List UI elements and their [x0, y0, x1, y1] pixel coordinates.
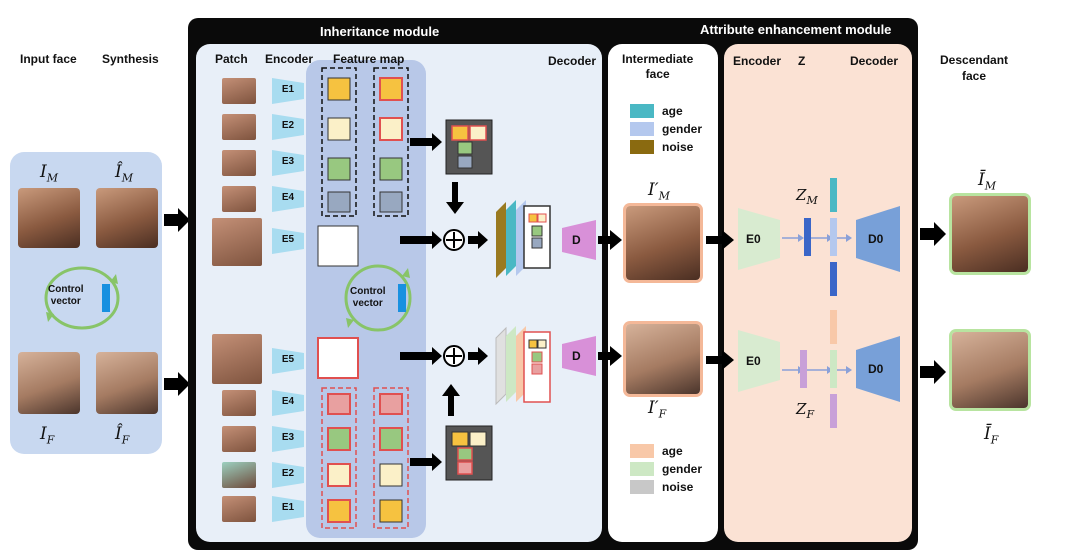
legend-top-swatch-gender	[630, 122, 654, 136]
label-i-hat-m: ÎM	[115, 162, 133, 185]
column-label-encoder-e0: Encoder	[733, 54, 782, 68]
encoder-bottom-5: E5	[272, 348, 304, 374]
legend-top-swatch-noise	[630, 140, 654, 154]
arrow-input-bottom	[164, 372, 190, 396]
e0-top	[738, 208, 780, 270]
label-i-bar-f: ĪF	[984, 424, 999, 447]
encoder-bottom-4: E4	[272, 390, 304, 416]
column-label-decoder-d0: Decoder	[850, 54, 899, 68]
e0-bottom	[738, 330, 780, 392]
label-i-prime-m: I′M	[648, 180, 670, 203]
d0-top-label: D0	[868, 232, 884, 246]
descendant-face-male	[952, 196, 1028, 272]
label-z-f: ZF	[796, 400, 815, 421]
label-i-f: IF	[40, 424, 55, 447]
synthesis-face-female	[96, 352, 158, 414]
legend-bottom-label-age: age	[662, 444, 683, 458]
column-label-encoder: Encoder	[265, 52, 314, 66]
e0-bottom-label: E0	[746, 354, 761, 368]
decoder-d-bottom	[562, 336, 596, 376]
patch-top-1	[222, 78, 256, 104]
encoder-bottom-1: E1	[272, 496, 304, 522]
control-cycle-middle	[344, 264, 412, 332]
legend-top-label-noise: noise	[662, 140, 694, 154]
encoder-bottom-3: E3	[272, 426, 304, 452]
patch-bottom-4	[222, 390, 256, 416]
encoder-bottom-2: E2	[272, 462, 304, 488]
arrow-intermediate-to-e0-top	[706, 230, 734, 250]
encoder-top-2: E2	[272, 114, 304, 140]
legend-bottom-swatch-noise	[630, 480, 654, 494]
attribute-module-title: Attribute enhancement module	[700, 22, 892, 37]
column-label-decoder: Decoder	[548, 54, 597, 68]
legend-bottom-swatch-age	[630, 444, 654, 458]
legend-bottom-swatch-gender	[630, 462, 654, 476]
attribute-panel	[724, 44, 912, 542]
stacked-features-top	[496, 200, 551, 278]
label-i-hat-f: ÎF	[115, 424, 130, 447]
patch-top-2	[222, 114, 256, 140]
legend-bottom-label-gender: gender	[662, 462, 703, 476]
d0-top	[856, 206, 900, 272]
feature-map-bottom	[317, 337, 409, 529]
inheritance-module-title: Inheritance module	[320, 24, 440, 39]
z-latent-bottom	[782, 310, 852, 428]
patch-bottom-5	[212, 334, 262, 384]
e0-top-label: E0	[746, 232, 761, 246]
decoder-d-bottom-label: D	[572, 349, 581, 363]
arrow-input-top	[164, 208, 190, 232]
intermediate-face-male	[626, 206, 700, 280]
legend-top-label-gender: gender	[662, 122, 703, 136]
feature-map-top	[317, 67, 409, 267]
inheritance-flow-arrows	[400, 119, 493, 481]
encoder-top-3: E3	[272, 150, 304, 176]
column-label-feature-map: Feature map	[333, 52, 405, 66]
input-face-male	[18, 188, 80, 248]
encoder-top-1: E1	[272, 78, 304, 104]
legend-bottom-label-noise: noise	[662, 480, 694, 494]
stacked-features-bottom	[495, 326, 551, 406]
arrow-d0-to-descendant-top	[920, 222, 946, 246]
intermediate-face-female	[626, 324, 700, 394]
patch-top-3	[222, 150, 256, 176]
label-i-bar-m: ĪM	[978, 170, 996, 193]
intermediate-panel	[608, 44, 718, 542]
d0-bottom-label: D0	[868, 362, 884, 376]
d0-bottom	[856, 336, 900, 402]
synthesis-face-male	[96, 188, 158, 248]
patch-bottom-2	[222, 462, 256, 488]
arrow-d-to-intermediate-top	[598, 230, 622, 250]
decoder-d-top-label: D	[572, 233, 581, 247]
patch-top-4	[222, 186, 256, 212]
patch-top-5	[212, 218, 262, 266]
encoder-top-4: E4	[272, 186, 304, 212]
descendant-face-female	[952, 332, 1028, 408]
encoder-top-5: E5	[272, 228, 304, 254]
z-latent-top	[782, 178, 852, 296]
label-i-prime-f: I′F	[648, 398, 667, 421]
column-label-z: Z	[798, 54, 806, 68]
legend-top-label-age: age	[662, 104, 683, 118]
decoder-d-top	[562, 220, 596, 260]
label-i-m: IM	[40, 162, 58, 185]
input-face-female	[18, 352, 80, 414]
column-label-synthesis: Synthesis	[102, 52, 159, 66]
arrow-d0-to-descendant-bottom	[920, 360, 946, 384]
label-z-m: ZM	[796, 186, 818, 207]
patch-bottom-3	[222, 426, 256, 452]
patch-bottom-1	[222, 496, 256, 522]
arrow-d-to-intermediate-bottom	[598, 346, 622, 366]
column-label-input-face: Input face	[20, 52, 77, 66]
column-label-patch: Patch	[215, 52, 248, 66]
legend-top-swatch-age	[630, 104, 654, 118]
control-cycle-left	[44, 266, 120, 330]
arrow-intermediate-to-e0-bottom	[706, 350, 734, 370]
